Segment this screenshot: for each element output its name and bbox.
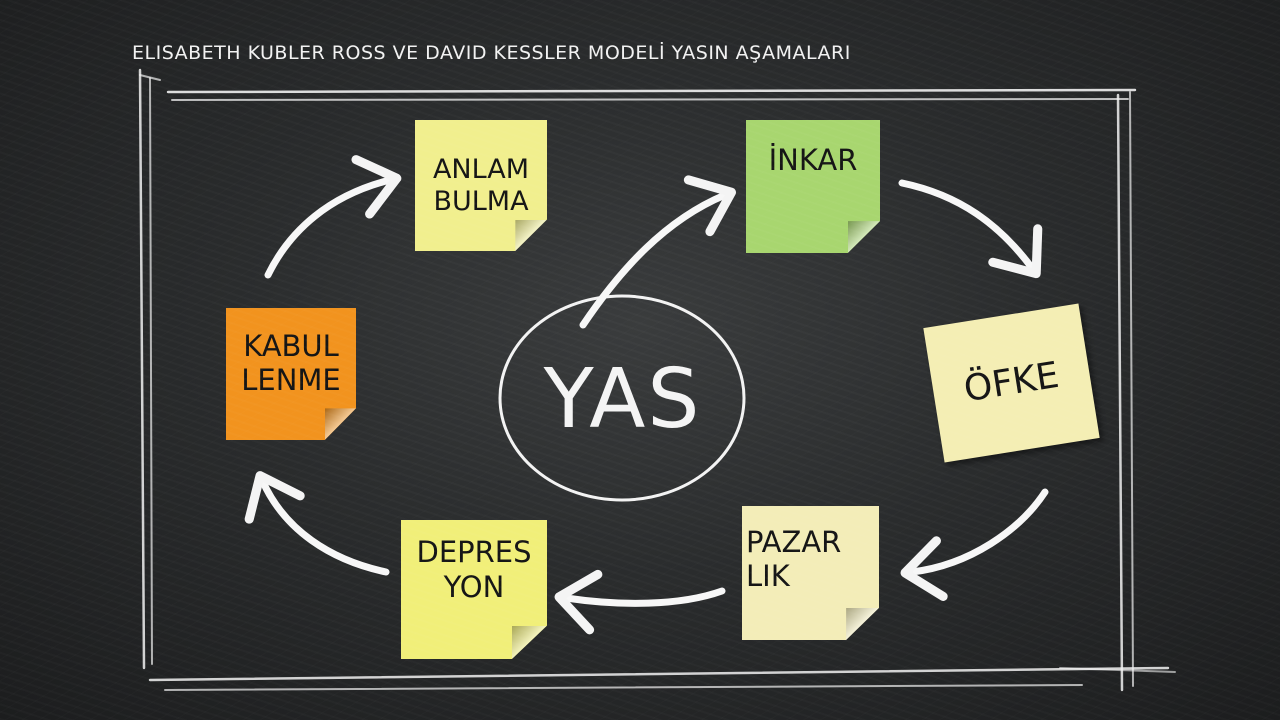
arrow-depres-to-kabul <box>244 471 390 576</box>
arrow-yas-to-inkar <box>579 175 737 329</box>
arrow-inkar-to-ofke <box>898 179 1043 279</box>
arrow-kabul-to-anlam <box>264 155 402 279</box>
diagram-title: ELISABETH KUBLER ROSS VE DAVID KESSLER M… <box>132 42 851 64</box>
note-line-1: ÖFKE <box>961 354 1062 410</box>
sticky-note-anlam-bulma: ANLAM BULMA <box>415 120 547 251</box>
note-line-2: YON <box>443 569 505 604</box>
sticky-note-inkar: İNKAR <box>746 120 880 253</box>
center-label: YAS <box>543 352 702 447</box>
arrow-pazar-to-depres <box>554 569 726 635</box>
arrow-ofke-to-pazar <box>900 488 1049 601</box>
sticky-note-depresyon: DEPRES YON <box>401 520 547 659</box>
note-line-1: KABUL <box>243 328 339 363</box>
note-line-1: İNKAR <box>768 143 858 178</box>
note-line-1: DEPRES <box>416 535 532 570</box>
note-line-1: PAZAR <box>746 524 842 559</box>
sticky-note-ofke: ÖFKE <box>923 303 1100 463</box>
sticky-note-pazarlik: PAZAR LIK <box>742 506 879 640</box>
note-line-1: ANLAM <box>432 153 530 185</box>
center-circle <box>498 294 746 502</box>
note-line-2: LENME <box>241 363 341 397</box>
note-line-2: BULMA <box>433 185 529 217</box>
sticky-note-kabullenme: KABUL LENME <box>226 308 356 440</box>
note-line-2: LIK <box>746 559 790 593</box>
chalk-frame <box>138 68 1176 692</box>
